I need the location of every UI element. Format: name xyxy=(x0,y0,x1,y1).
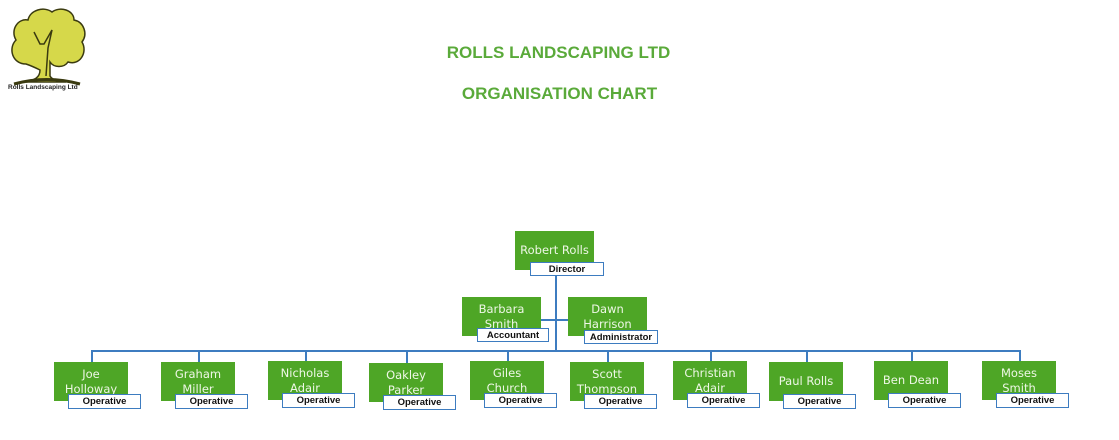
company-title: ROLLS LANDSCAPING LTD xyxy=(446,43,671,62)
chart-title: ORGANISATION CHART xyxy=(461,84,658,103)
connector-drop xyxy=(507,350,509,361)
role-label: Administrator xyxy=(584,330,658,344)
tree-icon xyxy=(11,8,86,86)
connector-drop xyxy=(911,350,913,361)
role-label: Operative xyxy=(888,393,961,408)
role-label: Operative xyxy=(383,395,456,410)
connector-drop xyxy=(607,350,609,362)
connector-director-trunk xyxy=(555,276,557,352)
role-label: Operative xyxy=(584,394,657,409)
connector-drop xyxy=(406,350,408,363)
logo-caption: Rolls Landscaping Ltd xyxy=(8,84,78,91)
role-label: Operative xyxy=(996,393,1069,408)
connector-managers xyxy=(540,319,568,321)
connector-drop xyxy=(198,350,200,362)
role-label: Operative xyxy=(175,394,248,409)
connector-drop xyxy=(1019,350,1021,361)
role-label: Operative xyxy=(484,393,557,408)
connector-drop xyxy=(806,350,808,362)
role-label: Operative xyxy=(783,394,856,409)
person-name: Dawn Harrison xyxy=(568,297,647,336)
connector-operatives-bus xyxy=(91,350,1019,352)
connector-drop xyxy=(710,350,712,361)
connector-drop xyxy=(91,350,93,362)
role-label: Accountant xyxy=(477,328,549,342)
role-label: Director xyxy=(530,262,604,276)
role-label: Operative xyxy=(68,394,141,409)
role-label: Operative xyxy=(687,393,760,408)
role-label: Operative xyxy=(282,393,355,408)
connector-drop xyxy=(305,350,307,361)
